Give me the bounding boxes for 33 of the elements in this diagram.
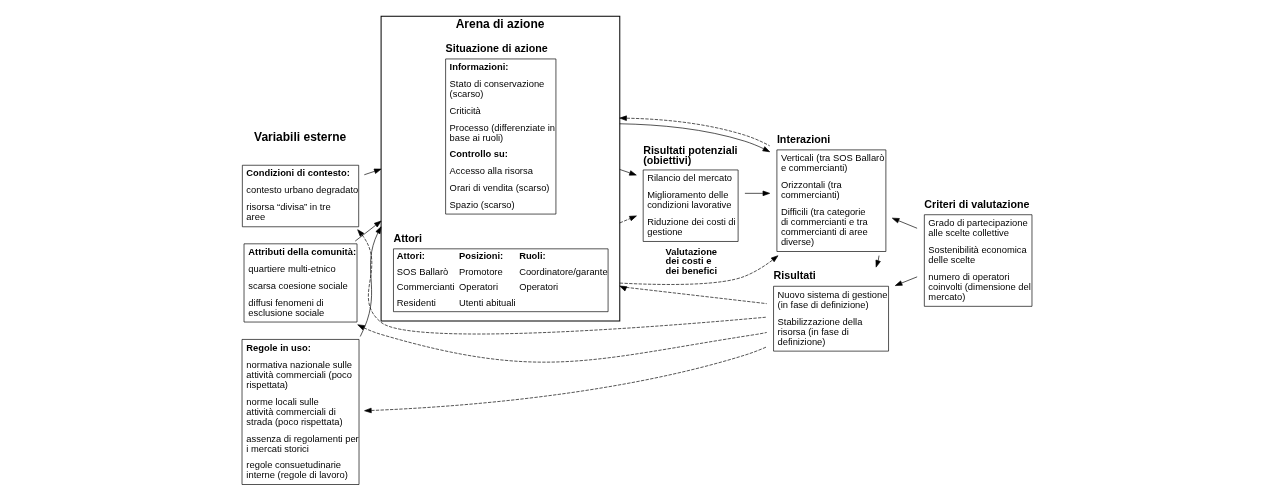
arrow — [894, 276, 917, 286]
node-box: Informazioni: Stato di conservazione (scarso) Criticità Processo (differenziate in base ai ruoli) Controllo su: Accesso alla risorsa Orari di vendita (scarso) Spazio (scarso) — [444, 58, 556, 215]
node-box: Attori: Posizioni: Ruoli: SOS Ballarò Promotore Coordinatore/garante Commercianti Operatori Operatori Residenti Utenti abituali — [392, 248, 608, 312]
arrow — [356, 324, 767, 363]
node-box: Regole in uso: normativa nazionale sulle attività commerciali (poco rispettata) norme locali sulle attività commerciali di strada (poco rispettata) assenza di regolamenti per i mercati storici regole consuetudinarie interne (regole di lavoro) — [241, 339, 359, 485]
arrow — [359, 226, 381, 337]
arrow — [618, 255, 778, 285]
arrow — [618, 123, 770, 153]
node-label: Criteri di valutazione — [923, 197, 1029, 210]
arrow — [356, 229, 767, 335]
node-label: Situazione di azione — [445, 42, 548, 55]
arrow — [363, 168, 381, 176]
node-label: Attori — [392, 232, 422, 245]
arrow — [363, 346, 767, 414]
label: Variabili esterne — [253, 129, 346, 144]
arrow — [618, 215, 637, 224]
node-box: Nuovo sistema di gestione (in fase di definizione) Stabilizzazione della risorsa (in fase di definizione) — [772, 285, 889, 352]
arrow — [618, 115, 770, 147]
node-label: Risultati — [773, 269, 816, 282]
node-box: Verticali (tra SOS Ballarò e commercianti) Orizzontali (tra commercianti) Difficili (tra categorie di commercianti e tra commercianti di aree diverse) — [776, 149, 886, 252]
node-box: Rilancio del mercato Miglioramento delle condizioni lavorative Riduzione dei costi di gestione — [642, 169, 738, 242]
arrow — [744, 190, 770, 196]
arrow — [875, 255, 881, 268]
node-box: Condizioni di contesto: contesto urbano degradato risorsa “divisa” in tre aree — [241, 164, 359, 228]
node-box: Attributi della comunità: quartiere multi-etnico scarsa coesione sociale diffusi fenomeni di esclusione sociale — [243, 243, 357, 323]
arrow — [354, 220, 381, 242]
arrow — [891, 217, 917, 229]
node-box: Grado di partecipazione alle scelte collettive Sostenibilità economica delle scelte numero di operatori coinvolti (dimensione del mercato) — [923, 214, 1032, 307]
arrow — [618, 169, 637, 176]
node-label: Interazioni — [776, 133, 830, 146]
node-label: Risultati potenziali (obiettivi) — [642, 143, 738, 167]
edge-label: Valutazione dei costi e dei benefici — [665, 246, 717, 276]
arrow — [618, 285, 767, 304]
